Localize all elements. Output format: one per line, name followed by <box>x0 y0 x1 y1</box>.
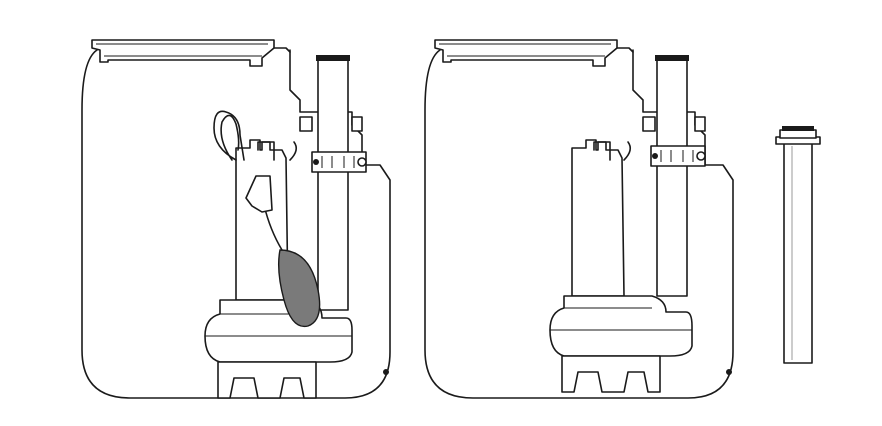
sump-tank-2 <box>424 39 734 399</box>
inlet-fitting-2 <box>642 116 656 132</box>
tank-rim-inner-2 <box>439 43 611 57</box>
pipe-cap-1 <box>316 55 350 61</box>
pump-feet-1 <box>217 361 317 399</box>
panel-sump-with-pump <box>424 39 734 399</box>
bracket-detail-2 <box>660 150 694 162</box>
pump-handle-2 <box>593 141 632 161</box>
volute-seam-2 <box>550 307 692 331</box>
tank-wall-1 <box>81 49 391 399</box>
submersible-pump-2 <box>549 139 693 393</box>
power-cable-1 <box>213 110 245 161</box>
bracket-nut-1 <box>357 157 367 167</box>
tank-rim-inner-1 <box>96 43 268 57</box>
pipe-section-collar <box>779 129 817 139</box>
bracket-bolt-1 <box>313 159 319 165</box>
inlet-fitting-1b <box>351 116 363 132</box>
pump-volute-2 <box>549 295 693 357</box>
tank-wall-2 <box>424 49 734 399</box>
bracket-nut-2 <box>696 151 706 161</box>
discharge-pipe-2 <box>650 55 706 297</box>
inlet-fitting-1 <box>299 116 313 132</box>
drain-plug-2 <box>726 369 732 375</box>
discharge-pipe-1 <box>311 55 367 311</box>
bracket-bolt-2 <box>652 153 658 159</box>
pump-feet-2 <box>561 355 661 393</box>
drain-plug-1 <box>383 369 389 375</box>
submersible-pump-1 <box>204 110 353 399</box>
pipe-section-body <box>783 142 813 364</box>
panel-sump-with-float-pump <box>81 39 391 399</box>
pipe-cap-2 <box>655 55 689 61</box>
pump-handle-1 <box>257 141 298 161</box>
pump-motor-2 <box>571 139 625 297</box>
tank-rim-step-1 <box>273 47 291 53</box>
bracket-detail-1 <box>321 156 355 168</box>
float-clamp-1 <box>245 175 273 213</box>
panel-extension-pipe <box>775 126 821 364</box>
sump-tank-1 <box>81 39 391 399</box>
float-switch-1 <box>277 249 321 328</box>
pipe-section-cap <box>782 126 814 131</box>
pipe-body-1 <box>317 57 349 311</box>
pipe-body-2 <box>656 57 688 297</box>
inlet-fitting-2b <box>694 116 706 132</box>
tank-rim-step-2 <box>616 47 634 53</box>
